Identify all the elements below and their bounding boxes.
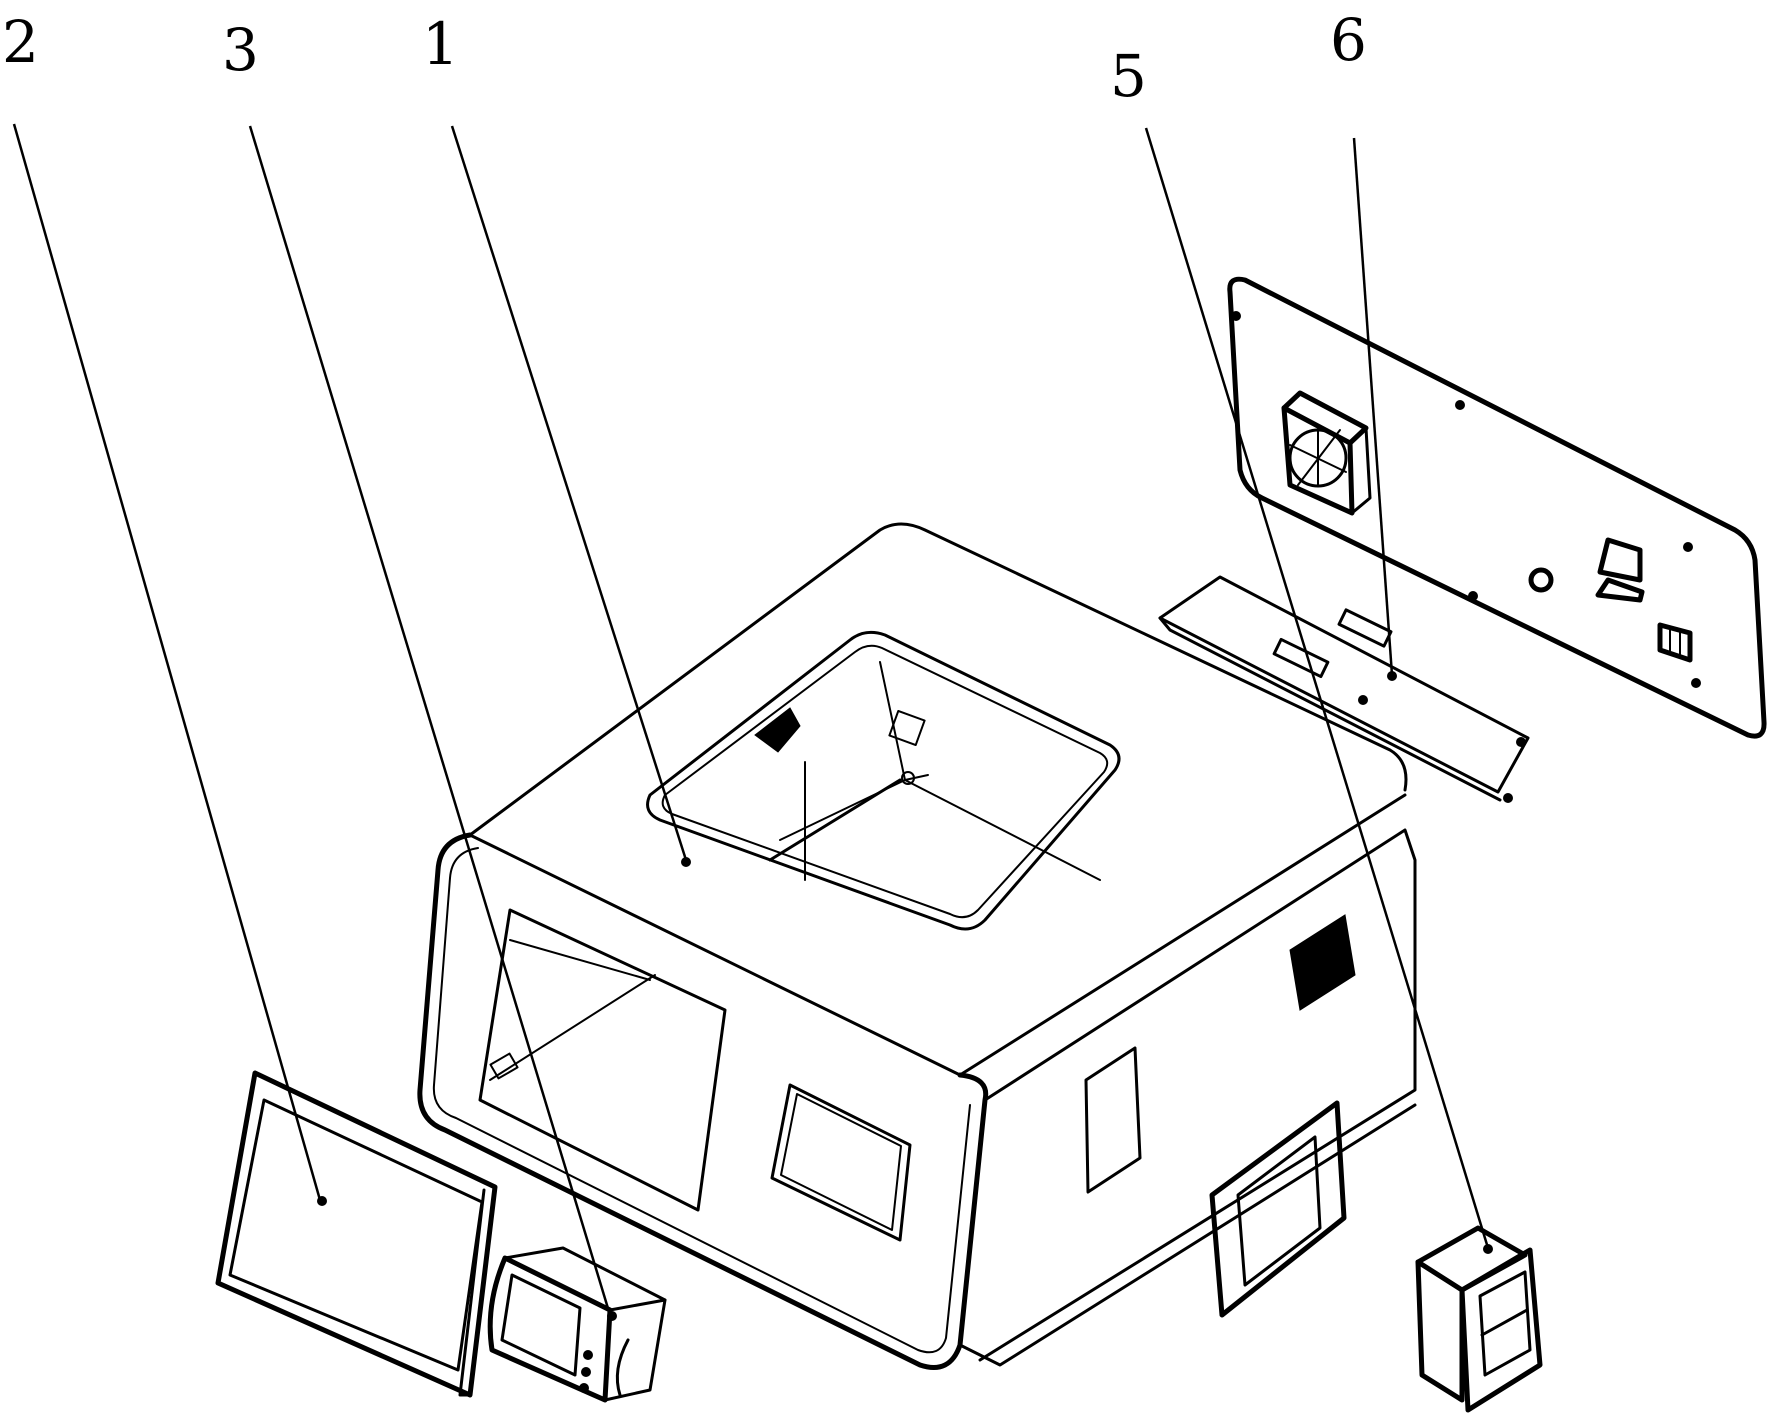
label-3: 3: [222, 16, 259, 84]
switch-icon: [1657, 622, 1693, 663]
leader-line-1: [450, 125, 691, 867]
housing: [417, 522, 1417, 1370]
label-6: 6: [1330, 6, 1367, 74]
fan-icon: [1281, 390, 1372, 516]
circuit-board: [1158, 575, 1530, 803]
label-1: 1: [422, 10, 459, 78]
label-5: 5: [1110, 42, 1147, 110]
leader-line-2: [12, 123, 327, 1206]
power-connector-icon: [1595, 537, 1645, 603]
label-2: 2: [2, 8, 39, 76]
meter-module: [1415, 1225, 1543, 1413]
rear-panel: [1227, 276, 1767, 739]
side-cover-plate: [1209, 1100, 1347, 1318]
leader-line-6: [1352, 137, 1397, 681]
display-panel: [215, 1070, 498, 1398]
printer-module: [487, 1246, 667, 1403]
knob-icon: [1528, 567, 1554, 593]
leader-line-5: [1144, 127, 1493, 1254]
